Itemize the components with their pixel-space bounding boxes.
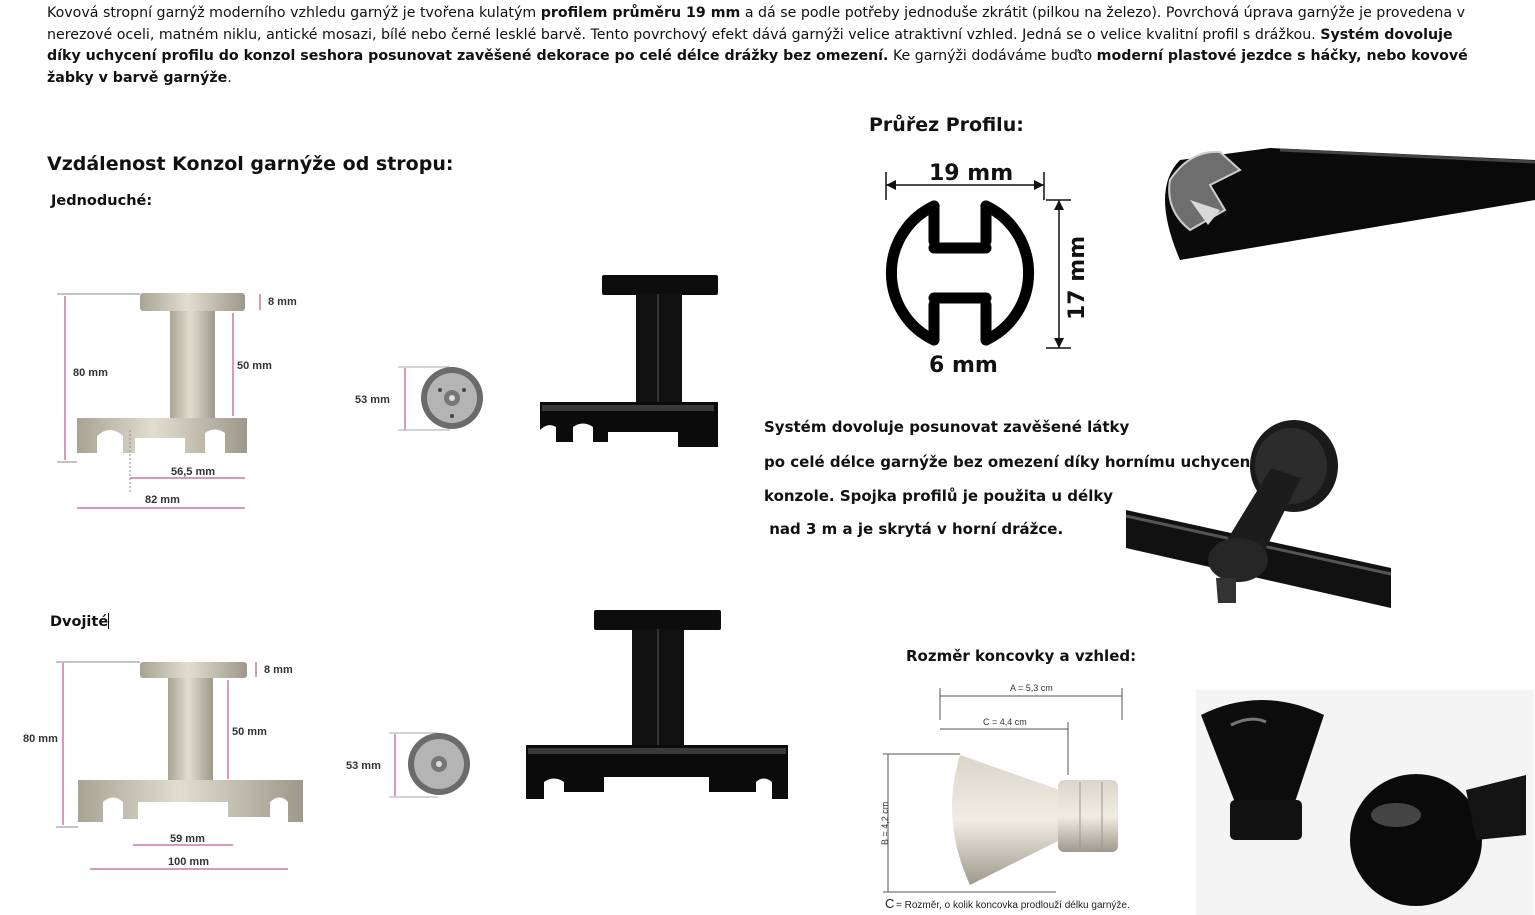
text-cursor <box>108 613 110 629</box>
double-inner-width-label: 59 mm <box>170 833 205 845</box>
double-stem-height-label: 50 mm <box>232 726 267 738</box>
single-stem-height-label: 50 mm <box>237 360 272 372</box>
finial-a-label: A = 5,3 cm <box>1010 683 1053 693</box>
double-total-height-label: 80 mm <box>23 733 58 745</box>
single-total-height-label: 80 mm <box>73 367 108 379</box>
system-line-2: po celé délce garnýže bez omezení díky h… <box>764 453 1256 471</box>
single-bracket-black-photo <box>540 275 718 447</box>
intro-paragraph: Kovová stropní garnýž moderního vzhledu … <box>47 3 1487 89</box>
double-bracket-label[interactable]: Dvojité <box>50 613 110 630</box>
finial-c-label: C = 4,4 cm <box>983 717 1027 727</box>
bracket-distance-heading: Vzdálenost Konzol garnýže od stropu: <box>47 153 454 175</box>
system-line-3: konzole. Spojka profilů je použita u dél… <box>764 487 1114 505</box>
double-plate-top-view: 53 mm <box>346 732 470 798</box>
single-plate-height-label: 8 mm <box>268 296 297 308</box>
double-width-label: 100 mm <box>168 856 209 868</box>
profile-width-label: 19 mm <box>929 161 1013 186</box>
single-plate-diameter-label: 53 mm <box>355 394 390 406</box>
black-profile-rail-photo <box>1165 148 1535 260</box>
double-plate-height-label: 8 mm <box>264 664 293 676</box>
single-bracket-label: Jednoduché: <box>51 193 153 209</box>
intro-bold-2: Systém dovoluje díky uchycení profilu do… <box>47 26 1453 65</box>
intro-text-3: Ke garnýži dodáváme buďto <box>888 48 1097 64</box>
single-width-label: 82 mm <box>145 494 180 506</box>
finial-dimension-diagram: A = 5,3 cm C = 4,4 cm B = 4,2 cm C = Roz… <box>880 683 1130 911</box>
finial-c-note: = Rozměr, o kolik koncovka prodlouží dél… <box>896 900 1130 911</box>
double-bracket-nickel-diagram: 80 mm 8 mm 50 mm 59 mm 100 mm <box>23 661 303 870</box>
double-plate-diameter-label: 53 mm <box>346 760 381 772</box>
system-line-1: Systém dovoluje posunovat zavěšené látky <box>764 418 1130 436</box>
finial-b-label: B = 4,2 cm <box>880 802 890 845</box>
single-bracket-nickel-diagram: 80 mm 8 mm 50 mm 56,5 mm 82 mm <box>57 293 297 509</box>
profile-height-label: 17 mm <box>1065 236 1090 320</box>
finial-heading: Rozměr koncovky a vzhled: <box>906 647 1137 665</box>
profile-section-heading: Průřez Profilu: <box>869 114 1024 136</box>
single-plate-top-view: 53 mm <box>355 366 483 431</box>
intro-text-1: Kovová stropní garnýž moderního vzhledu … <box>47 5 541 21</box>
black-finial-photo <box>1196 690 1534 915</box>
system-line-4: nad 3 m a je skrytá v horní drážce. <box>764 520 1064 538</box>
single-inner-width-label: 56,5 mm <box>171 466 215 478</box>
intro-text-2: a dá se podle potřeby jednoduše zkrátit … <box>47 5 1465 43</box>
double-bracket-label-text: Dvojité <box>50 614 109 630</box>
intro-bold-3: moderní plastové jezdce s háčky, nebo ko… <box>47 48 1468 86</box>
black-bracket-on-rail-photo <box>1125 420 1392 608</box>
intro-bold-1: profilem průměru 19 mm <box>540 5 741 21</box>
intro-text-4: . <box>227 69 232 86</box>
finial-c-prefix: C <box>885 896 894 911</box>
double-bracket-black-photo <box>526 610 788 799</box>
profile-slot-label: 6 mm <box>929 353 998 378</box>
profile-cross-section-diagram: 19 mm 17 mm 6 mm <box>885 161 1090 378</box>
